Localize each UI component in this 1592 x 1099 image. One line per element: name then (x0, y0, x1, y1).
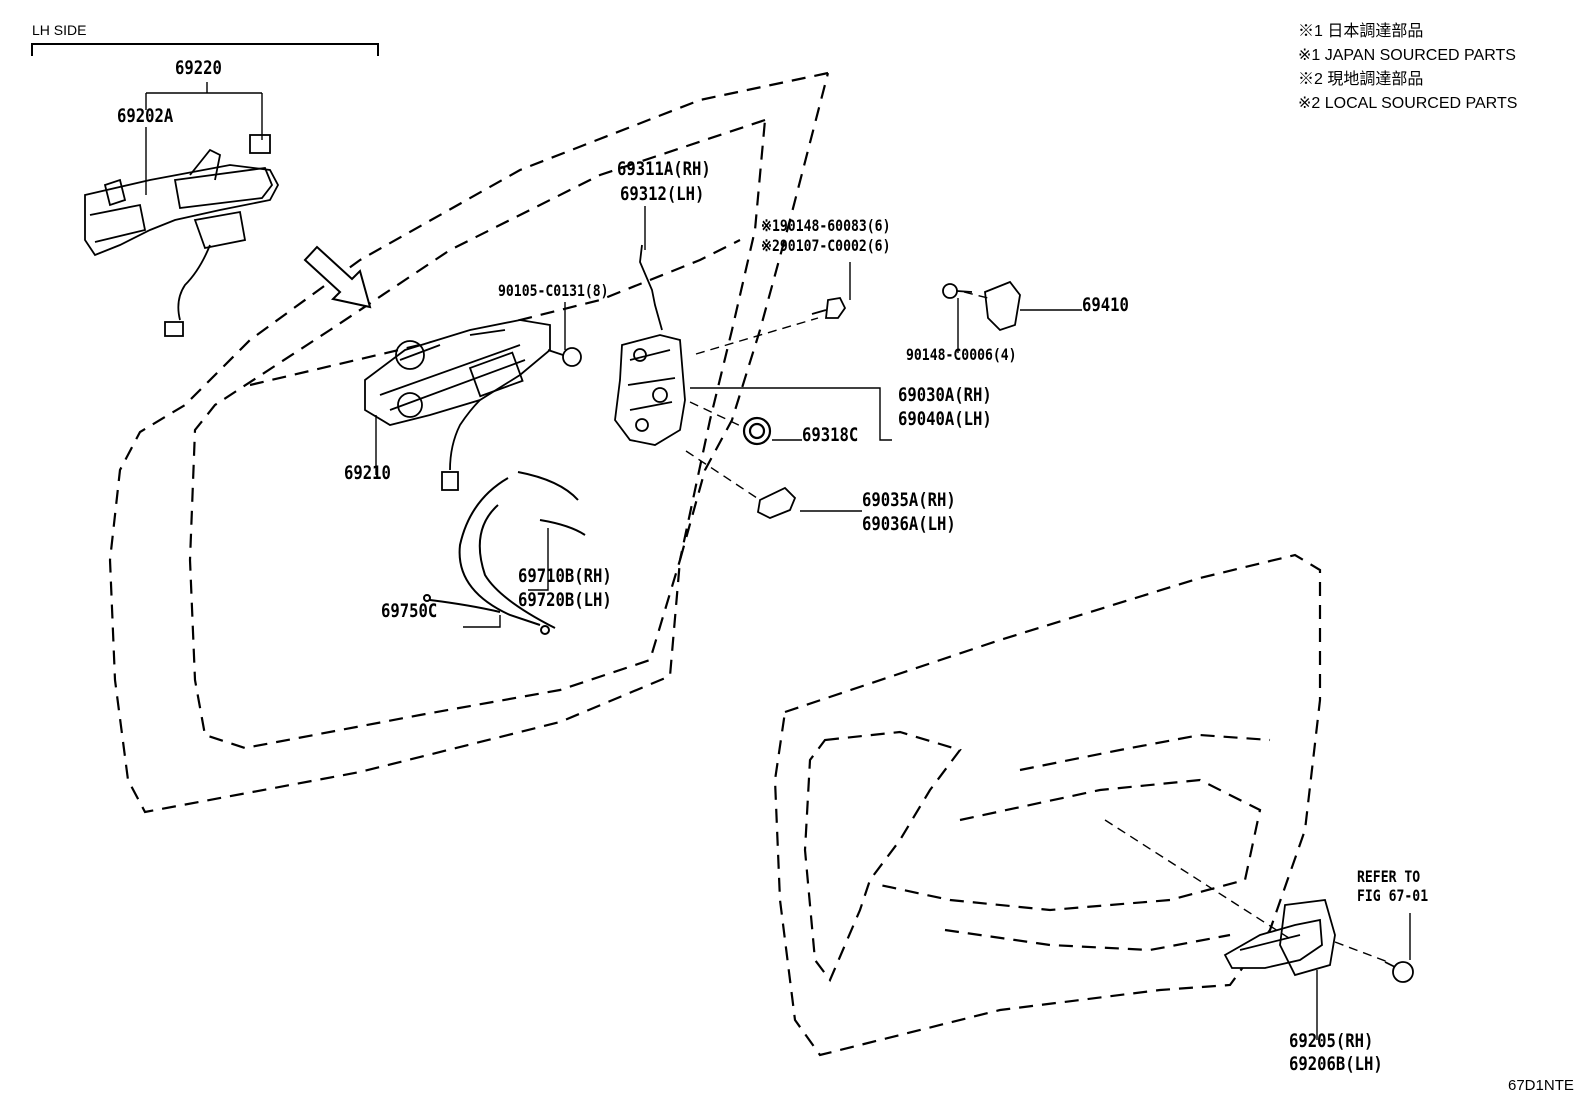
refer-to-label: REFER TO (1357, 867, 1421, 886)
door-trim-inner (803, 730, 962, 983)
part-label-69720b: 69720B(LH) (518, 589, 612, 611)
striker-part (942, 280, 1021, 332)
door-trim-outline (773, 553, 1322, 1057)
screw-190148-part (811, 297, 847, 319)
lock-rod-part (639, 244, 663, 331)
refer-bolt-part (1384, 961, 1414, 983)
door-trim-armrest (879, 778, 1262, 912)
figure-code: 67D1NTE (1508, 1077, 1574, 1094)
leader-69710b (528, 528, 549, 591)
door-lock-assembly-part (364, 319, 551, 491)
lh-side-label: LH SIDE (32, 22, 87, 38)
part-label-69036a: 69036A(LH) (862, 513, 956, 535)
part-label-69202a: 69202A (117, 105, 174, 127)
part-label-69206b: 69206B(LH) (1289, 1053, 1383, 1075)
part-label-69205: 69205(RH) (1289, 1030, 1374, 1052)
part-label-69750c: 69750C (381, 600, 438, 622)
legend-line-1: ※1 日本調達部品 (1298, 23, 1424, 40)
front-door-outline (108, 71, 830, 814)
front-door-window-inner (188, 118, 767, 750)
refer-fig-label: FIG 67-01 (1357, 886, 1429, 905)
door-trim-upper (1019, 733, 1271, 772)
leader-69750c (463, 615, 501, 628)
insert-arrow (303, 245, 372, 309)
part-label-190148: ※190148-60083(6) (761, 216, 891, 235)
part-label-90105: 90105-C0131(8) (498, 281, 609, 300)
lock-cover-part (757, 486, 797, 519)
part-label-90148: 90148-C0006(4) (906, 345, 1017, 364)
lock-cable-part (423, 471, 586, 635)
part-label-69030a: 69030A(RH) (898, 384, 992, 406)
grommet-part (742, 416, 772, 446)
part-label-290107: ※290107-C0002(6) (761, 236, 891, 255)
inside-handle-part (1223, 899, 1336, 977)
leader-69030a (690, 387, 892, 441)
bolt-90105-part (547, 347, 582, 367)
part-label-69318c: 69318C (802, 424, 859, 446)
legend-line-2: ※1 JAPAN SOURCED PARTS (1298, 47, 1516, 64)
part-label-69311a: 69311A(RH) (617, 158, 711, 180)
part-label-69312: 69312(LH) (620, 183, 705, 205)
guide-lines (685, 291, 1389, 963)
part-label-69210: 69210 (344, 462, 391, 484)
leader-69220 (145, 82, 263, 140)
part-label-69220: 69220 (175, 57, 222, 79)
part-label-69040a: 69040A(LH) (898, 408, 992, 430)
part-label-69710b: 69710B(RH) (518, 565, 612, 587)
front-door-window-top (249, 239, 741, 387)
part-label-69410: 69410 (1082, 294, 1129, 316)
door-trim-pocket (944, 928, 1231, 952)
lh-side-bracket (31, 43, 379, 56)
part-label-69035a: 69035A(RH) (862, 489, 956, 511)
legend-line-3: ※2 現地調達部品 (1298, 71, 1424, 88)
leader-lines (145, 82, 1411, 1040)
outside-handle-frame-part (84, 134, 280, 337)
legend-line-4: ※2 LOCAL SOURCED PARTS (1298, 95, 1518, 112)
door-latch-part (614, 334, 686, 446)
